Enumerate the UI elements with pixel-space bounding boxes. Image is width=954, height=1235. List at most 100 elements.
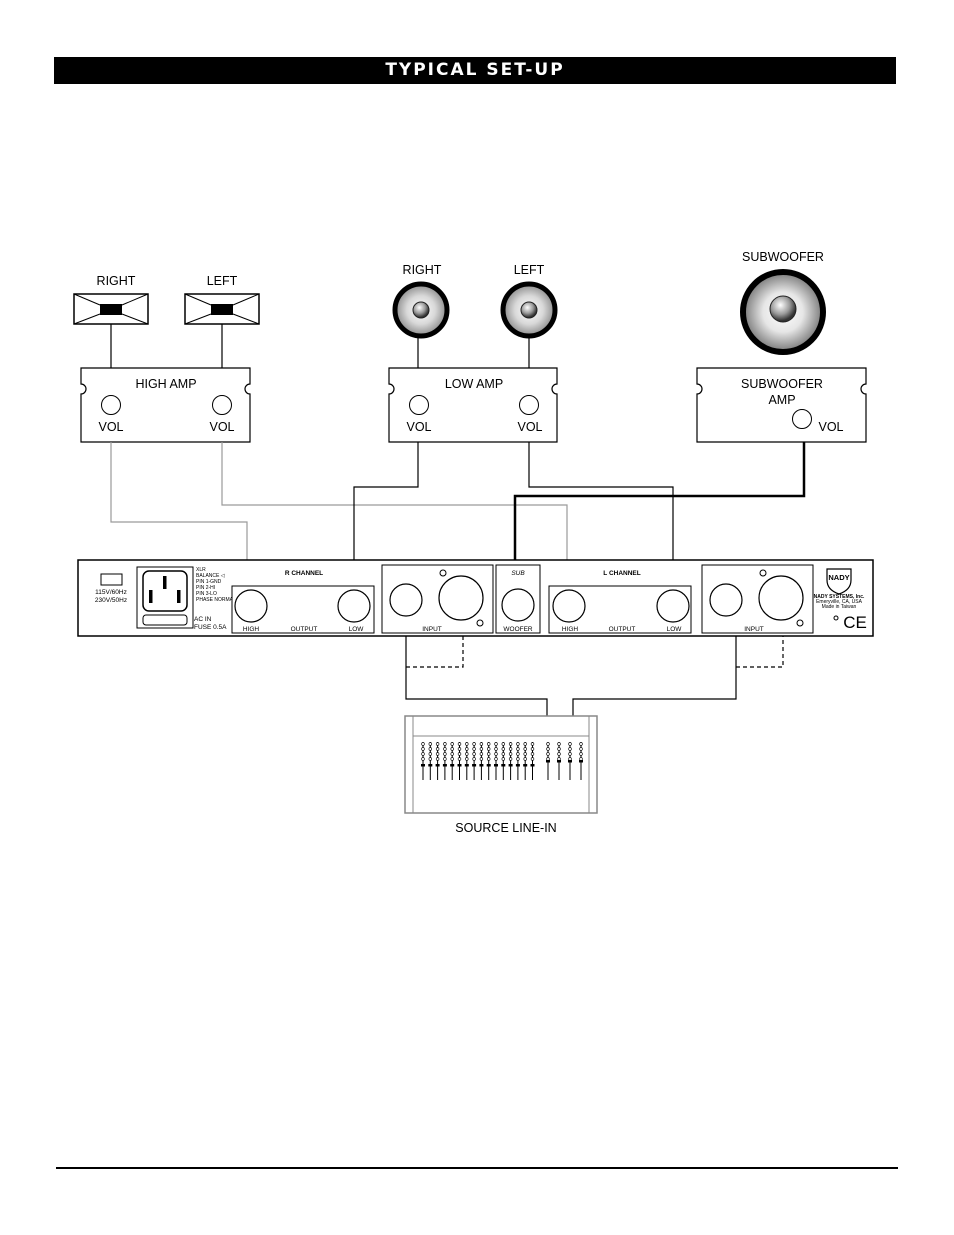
- channel-knob: [428, 747, 432, 751]
- channel-knob: [428, 752, 432, 756]
- speaker-wires: [110, 324, 530, 368]
- channel-knob: [457, 757, 462, 761]
- page-title: TYPICAL SET-UP: [54, 57, 896, 84]
- source-label: SOURCE LINE-IN: [455, 821, 556, 835]
- low-amp-vol-right: VOL: [517, 420, 542, 434]
- ac-in-label: AC IN: [194, 616, 212, 623]
- channel-knob: [494, 757, 498, 761]
- subwoofer-speaker: SUBWOOFER: [740, 250, 826, 355]
- channel-knob: [421, 752, 425, 756]
- low-amp-vol-knob-right: [519, 395, 539, 415]
- low-right-label: RIGHT: [403, 263, 442, 277]
- nady-logo: NADY: [826, 568, 852, 595]
- high-amp-vol-knob-left: [101, 395, 121, 415]
- channel-knob: [435, 752, 440, 756]
- xlr-note-6: PHASE NORMAL: [196, 597, 236, 603]
- channel-knob: [508, 757, 513, 761]
- channel-knob: [428, 742, 432, 746]
- subwoofer-amp-vol-knob: [792, 409, 812, 429]
- channel-knob: [443, 757, 447, 761]
- brand-name: NADY: [828, 573, 849, 582]
- channel-knob: [530, 757, 535, 761]
- channel-fader: [579, 760, 583, 763]
- channel-knob: [479, 757, 484, 761]
- channel-knob: [450, 752, 454, 756]
- channel-fader: [530, 764, 535, 767]
- channel-knob: [465, 742, 469, 746]
- channel-fader: [568, 760, 572, 763]
- channel-fader: [557, 760, 561, 763]
- channel-knob: [421, 757, 425, 761]
- l-output-label: OUTPUT: [609, 626, 636, 633]
- channel-knob: [516, 752, 520, 756]
- sub-label: SUB: [511, 570, 525, 577]
- low-left-speaker: LEFT: [500, 263, 558, 339]
- channel-knob: [530, 752, 535, 756]
- channel-knob: [457, 747, 462, 751]
- channel-knob: [501, 742, 505, 746]
- channel-knob: [516, 747, 520, 751]
- channel-fader: [501, 764, 506, 767]
- woofer-label: WOOFER: [503, 626, 533, 633]
- channel-knob: [472, 742, 476, 746]
- channel-fader: [479, 764, 484, 767]
- l-input-jack: [709, 583, 743, 617]
- channel-knob: [516, 757, 520, 761]
- r-input-jack: [389, 583, 423, 617]
- channel-knob: [472, 757, 476, 761]
- xlr-note-3: PIN 1-GND: [196, 579, 222, 585]
- channel-knob: [421, 742, 425, 746]
- channel-fader: [450, 764, 455, 767]
- channel-knob: [557, 742, 561, 746]
- ce-mark: CE: [843, 613, 867, 632]
- channel-knob: [465, 752, 469, 756]
- channel-fader: [515, 764, 520, 767]
- channel-knob: [479, 742, 484, 746]
- channel-fader: [494, 764, 498, 767]
- channel-knob: [568, 747, 572, 751]
- channel-knob: [516, 742, 520, 746]
- channel-fader: [472, 764, 477, 767]
- channel-knob: [508, 747, 513, 751]
- company-line-1: NADY SYSTEMS, Inc.: [814, 594, 865, 600]
- channel-knob: [479, 747, 484, 751]
- power-inlet: [136, 566, 194, 629]
- channel-knob: [508, 752, 513, 756]
- channel-knob: [523, 752, 527, 756]
- fuse-label: FUSE 0.5A: [194, 624, 227, 631]
- channel-knob: [501, 752, 505, 756]
- high-left-speaker: LEFT: [184, 274, 260, 325]
- channel-knob: [523, 742, 527, 746]
- channel-knob: [557, 747, 561, 751]
- r-low-output-jack: [337, 589, 371, 623]
- channel-knob: [487, 752, 491, 756]
- channel-knob: [501, 757, 505, 761]
- l-low-label: LOW: [667, 626, 683, 633]
- channel-knob: [443, 747, 447, 751]
- channel-knob: [579, 757, 583, 761]
- l-channel-label: L CHANNEL: [603, 570, 640, 577]
- high-amp-vol-knob-right: [212, 395, 232, 415]
- channel-knob: [472, 752, 476, 756]
- channel-knob: [501, 747, 505, 751]
- xlr-note-1: XLR: [196, 567, 206, 573]
- channel-fader: [464, 764, 469, 767]
- channel-fader: [421, 764, 425, 767]
- channel-fader: [546, 760, 550, 763]
- high-amp-vol-left: VOL: [98, 420, 123, 434]
- channel-knob: [487, 742, 491, 746]
- company-line-2: Emeryville, CA, USA: [816, 599, 863, 605]
- subwoofer-amp-label-1: SUBWOOFER: [741, 377, 823, 391]
- low-amp-label: LOW AMP: [445, 377, 503, 391]
- channel-knob: [546, 747, 550, 751]
- channel-knob: [450, 757, 454, 761]
- high-amp-label: HIGH AMP: [135, 377, 196, 391]
- channel-fader: [486, 764, 491, 767]
- r-output-label: OUTPUT: [291, 626, 318, 633]
- channel-knob: [479, 752, 484, 756]
- l-input-label: INPUT: [744, 626, 764, 633]
- r-input-label: INPUT: [422, 626, 442, 633]
- high-left-label: LEFT: [207, 274, 238, 288]
- low-amp: LOW AMP VOL VOL: [388, 367, 558, 443]
- channel-fader: [523, 764, 528, 767]
